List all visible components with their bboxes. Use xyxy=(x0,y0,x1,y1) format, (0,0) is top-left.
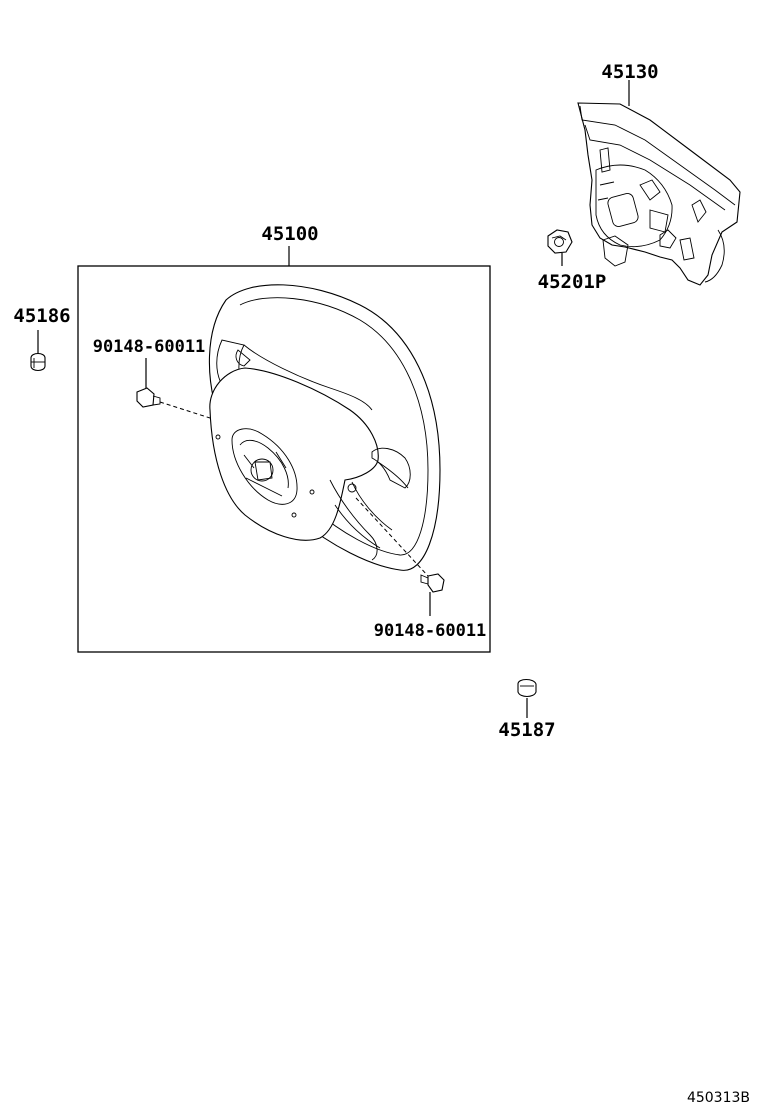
wheel-assembly-part-number: 45100 xyxy=(261,223,318,245)
lower-screw-part-number: 90148-60011 xyxy=(374,621,487,641)
airbag-part-number: 45130 xyxy=(601,61,658,83)
nut-drawing xyxy=(547,229,573,254)
airbag-assembly-drawing xyxy=(577,102,741,286)
figure-code: 450313B xyxy=(687,1090,750,1106)
lower-screw-drawing xyxy=(420,573,445,593)
nut-part-number: 45201P xyxy=(538,271,607,293)
wheel-assembly-frame xyxy=(77,265,491,653)
steering-wheel-drawing xyxy=(208,284,441,571)
left-cap-drawing xyxy=(30,352,46,372)
upper-screw-part-number: 90148-60011 xyxy=(93,337,206,357)
right-cap-drawing xyxy=(517,678,537,698)
upper-screw-path xyxy=(159,401,211,419)
lower-screw-path xyxy=(355,497,429,577)
left-cap-part-number: 45186 xyxy=(13,305,70,327)
upper-screw-drawing xyxy=(136,387,161,408)
right-cap-part-number: 45187 xyxy=(498,719,555,741)
